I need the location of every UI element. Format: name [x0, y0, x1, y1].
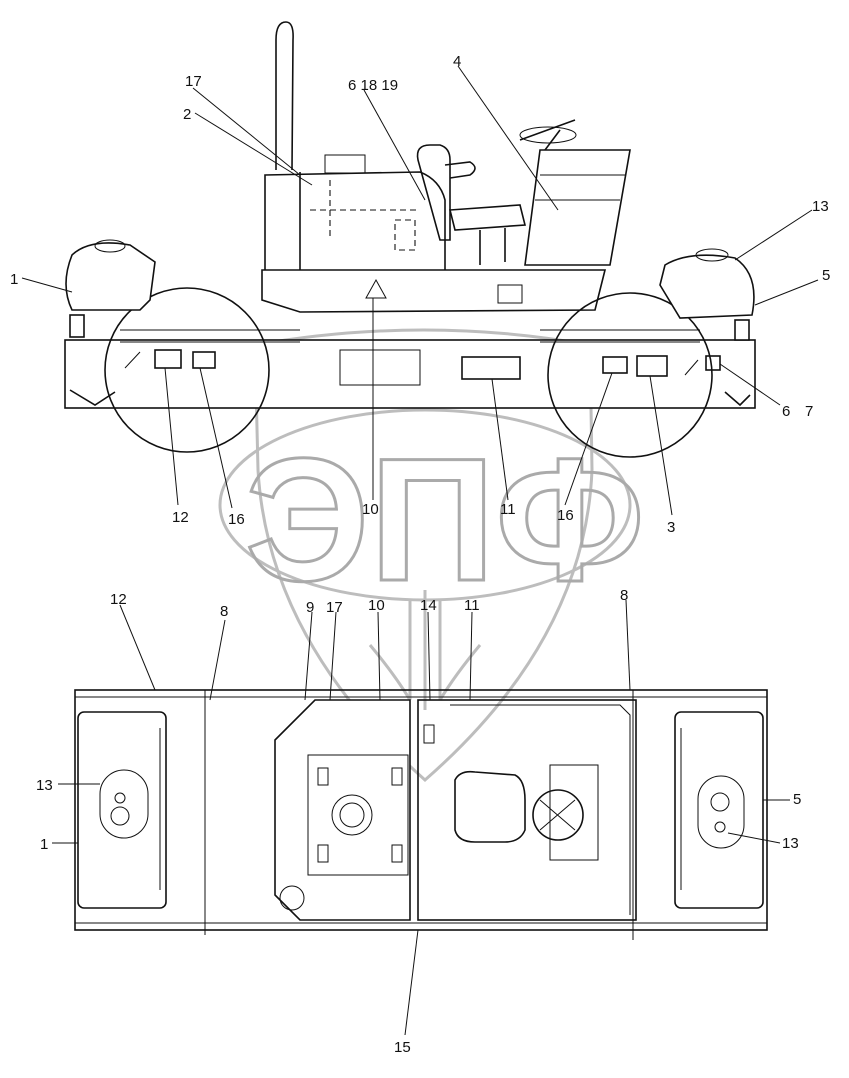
frame-outline [74, 689, 768, 931]
arrow-mark [365, 278, 387, 299]
operator-deck [417, 699, 637, 921]
top-view-leaders [52, 599, 790, 1036]
tank-front-top [77, 711, 167, 909]
tank-cap-front [99, 769, 149, 839]
callout-label: 13 [36, 777, 53, 794]
callout-label: 17 [185, 73, 202, 90]
top-view [74, 689, 768, 940]
callout-label: 7 [805, 403, 813, 420]
callout-label: 2 [183, 106, 191, 123]
callout-label: 10 [362, 501, 379, 518]
filler-cap [324, 154, 366, 174]
seat-top [454, 770, 526, 843]
watermark-letters: ЭПФ [245, 423, 645, 618]
exhaust-outlet [279, 885, 305, 911]
decal-3 [636, 355, 668, 377]
callout-label: 3 [667, 519, 675, 536]
callout-label: 1 [40, 836, 48, 853]
decal-6 [705, 355, 721, 371]
callout-label: 17 [326, 599, 343, 616]
callout-label: 9 [306, 599, 314, 616]
callout-label: 16 [557, 507, 574, 524]
side-view-leaders [21, 65, 819, 516]
exhaust-pipe [275, 21, 294, 171]
callout-label: 6 18 19 [348, 77, 398, 94]
operator-seat [416, 144, 527, 265]
callout-label: 13 [782, 835, 799, 852]
steering-wheel-top [532, 789, 584, 841]
tank-rear-top [674, 711, 764, 909]
callout-label: 6 [782, 403, 790, 420]
callout-label: 11 [464, 597, 480, 614]
callout-label: 1 [10, 271, 18, 288]
filler-neck [331, 794, 373, 836]
callout-label: 14 [420, 597, 437, 614]
callout-label: 12 [172, 509, 189, 526]
decal-16-left [192, 351, 216, 369]
water-tank-front [65, 242, 156, 311]
callout-label: 5 [822, 267, 830, 284]
callout-label: 4 [453, 53, 461, 70]
steering-wheel [519, 126, 577, 144]
decal-12 [154, 349, 182, 369]
callout-label: 8 [620, 587, 628, 604]
top-view-labels: 1 5 8 8 9 10 11 12 13 13 14 15 17 [36, 587, 801, 1056]
engine-housing [261, 269, 607, 313]
front-drum [104, 287, 300, 453]
watermark: ТЕХНИКА ЗАПЧАСТИ ЭПФ [218, 328, 646, 783]
callout-label: 11 [500, 501, 516, 518]
engine-top [274, 699, 411, 921]
callout-label: 5 [793, 791, 801, 808]
callout-label: 15 [394, 1039, 411, 1056]
decal-11 [461, 356, 521, 380]
tank-cap-rear [697, 775, 745, 849]
callout-label: 10 [368, 597, 385, 614]
hydraulic-hoses [339, 349, 421, 386]
operator-platform [519, 119, 631, 266]
callout-label: 16 [228, 511, 245, 528]
side-view [64, 21, 756, 458]
callout-label: 13 [812, 198, 829, 215]
callout-label: 12 [110, 591, 127, 608]
water-tank-rear [659, 254, 755, 319]
decal-16-right [602, 356, 628, 374]
callout-label: 8 [220, 603, 228, 620]
side-view-labels: 1 2 3 4 5 6 18 19 6 7 10 11 12 13 16 16 … [10, 53, 830, 536]
rear-drum [540, 292, 713, 458]
